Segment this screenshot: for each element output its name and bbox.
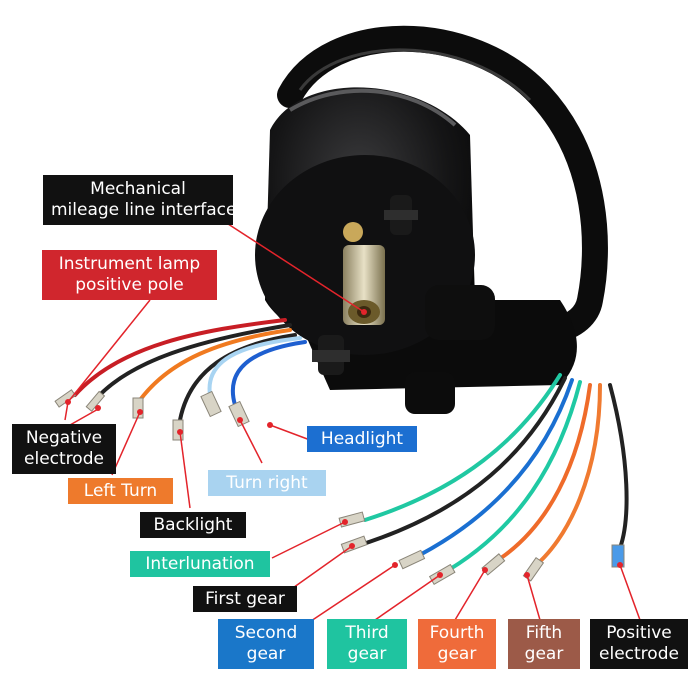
rubber-grommet bbox=[405, 372, 455, 414]
label-line: gear bbox=[437, 644, 477, 664]
label-line: Fifth bbox=[525, 623, 563, 643]
label-line: gear bbox=[246, 644, 286, 664]
label-line: Instrument lamp bbox=[58, 254, 201, 274]
label-positive-electrode: Positive electrode bbox=[590, 619, 688, 669]
label-negative-electrode: Negative electrode bbox=[12, 424, 116, 474]
label-fifth-gear: Fifth gear bbox=[508, 619, 580, 669]
label-turn-right: Turn right bbox=[208, 470, 326, 496]
label-line: Fourth bbox=[429, 623, 485, 643]
cable-clamp bbox=[425, 285, 495, 340]
label-line: gear bbox=[347, 644, 387, 664]
label-line: positive pole bbox=[75, 275, 184, 295]
label-headlight: Headlight bbox=[307, 426, 417, 452]
pointer-dots bbox=[65, 309, 623, 578]
bolt bbox=[384, 195, 418, 235]
label-line: Second bbox=[234, 623, 298, 643]
label-backlight: Backlight bbox=[140, 512, 246, 538]
label-first-gear: First gear bbox=[193, 586, 297, 612]
label-third-gear: Third gear bbox=[327, 619, 407, 669]
label-instrument-lamp-positive-pole: Instrument lamp positive pole bbox=[42, 250, 217, 300]
label-mechanical-mileage-interface: Mechanical mileage line interface bbox=[43, 175, 237, 225]
label-line: Negative bbox=[25, 428, 103, 448]
label-line: electrode bbox=[24, 449, 104, 469]
label-line: electrode bbox=[599, 644, 679, 664]
label-line: Third bbox=[345, 623, 389, 643]
label-second-gear: Second gear bbox=[218, 619, 314, 669]
wire-harness-right bbox=[358, 373, 629, 577]
label-line: mileage line interface bbox=[51, 200, 237, 220]
label-line: Mechanical bbox=[90, 179, 186, 199]
label-interlunation: Interlunation bbox=[130, 551, 270, 577]
label-line: gear bbox=[524, 644, 564, 664]
bolt bbox=[312, 335, 350, 375]
label-fourth-gear: Fourth gear bbox=[418, 619, 496, 669]
label-line: Positive bbox=[606, 623, 672, 643]
wire-harness-left bbox=[73, 318, 307, 422]
pointer-lines bbox=[64, 221, 641, 626]
label-left-turn: Left Turn bbox=[68, 478, 173, 504]
